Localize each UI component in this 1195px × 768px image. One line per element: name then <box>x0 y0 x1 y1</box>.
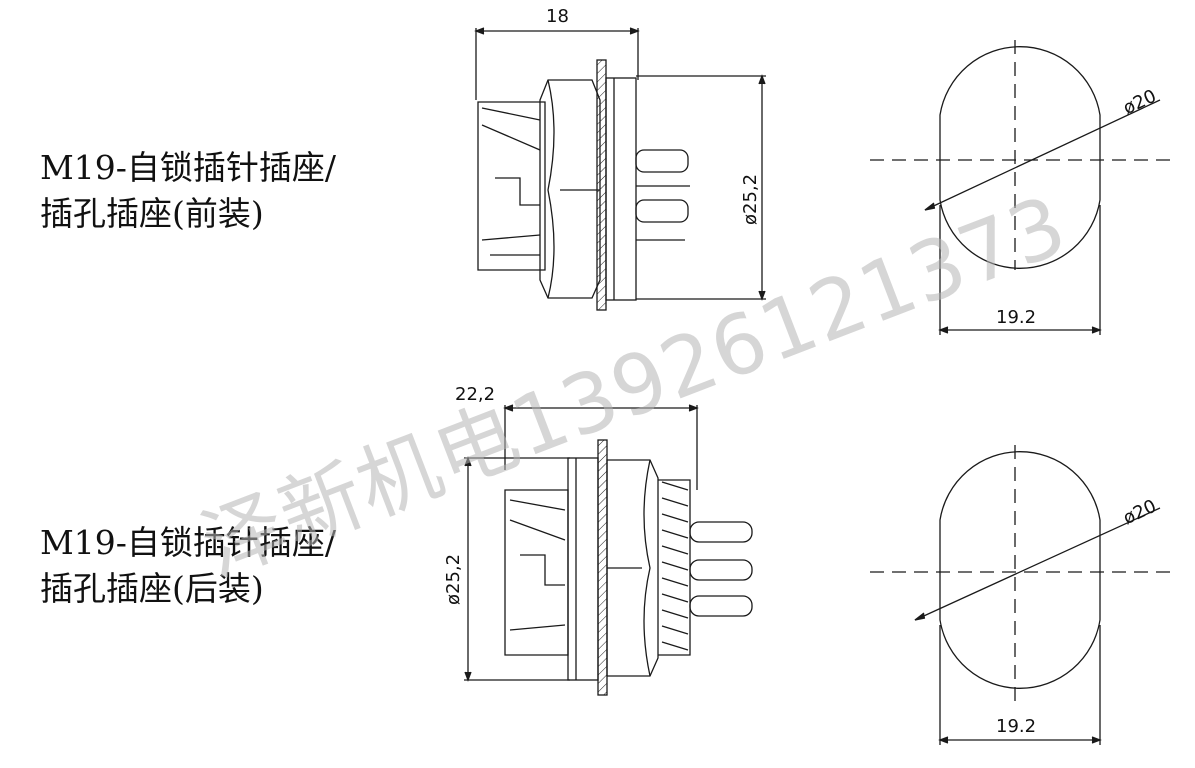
rear-title-line2: 插孔插座(后装) <box>40 569 264 608</box>
front-title-line2: 插孔插座(前装) <box>40 194 264 233</box>
front-cutout-view <box>870 40 1175 335</box>
front-title-line1: M19-自锁插针插座/ <box>40 148 337 187</box>
rear-mount-title: M19-自锁插针插座/ 插孔插座(后装) <box>40 520 336 612</box>
rear-length-label: 22,2 <box>455 384 496 405</box>
rear-title-line1: M19-自锁插针插座/ <box>40 523 337 562</box>
rear-flat-label: 19.2 <box>996 716 1037 737</box>
front-mount-title: M19-自锁插针插座/ 插孔插座(前装) <box>40 145 336 237</box>
front-diameter-label: ø25,2 <box>740 173 761 225</box>
front-flat-label: 19.2 <box>996 307 1037 328</box>
rear-side-view <box>464 404 753 696</box>
rear-diameter-label: ø25,2 <box>443 553 464 605</box>
front-side-view <box>474 27 766 311</box>
rear-cutout-view <box>870 445 1175 745</box>
front-length-label: 18 <box>546 6 569 27</box>
